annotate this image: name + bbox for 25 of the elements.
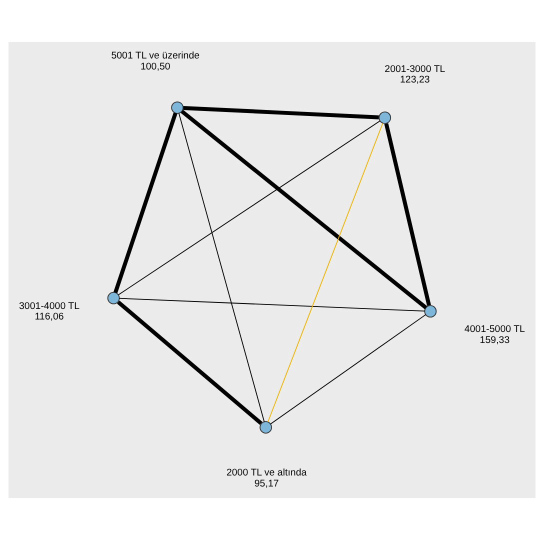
connector bbox=[270, 314, 426, 424]
connector bbox=[183, 105, 379, 119]
connector bbox=[180, 109, 428, 309]
node-label: 5001 TL ve üzerinde bbox=[111, 50, 200, 62]
node-circle bbox=[260, 420, 272, 434]
connector bbox=[118, 297, 425, 312]
node-circle bbox=[424, 304, 437, 318]
node-circle bbox=[107, 291, 120, 304]
node-label: 116,06 bbox=[34, 311, 64, 322]
node-label: 123,23 bbox=[400, 74, 430, 85]
node-circle bbox=[171, 100, 184, 114]
connector bbox=[114, 112, 178, 293]
connector bbox=[178, 112, 265, 422]
node-label: 95,17 bbox=[254, 478, 279, 489]
node-label: 159,33 bbox=[480, 334, 510, 346]
connector bbox=[117, 300, 262, 424]
node-label: 2000 TL ve altında bbox=[226, 467, 307, 478]
connector bbox=[118, 120, 380, 295]
node-circle bbox=[378, 111, 392, 124]
node-label: 4001-5000 TL bbox=[464, 324, 525, 335]
node-label: 2001-3000 TL bbox=[384, 63, 446, 74]
connector bbox=[267, 122, 384, 422]
connector bbox=[384, 122, 431, 306]
node-label: 3001-4000 TL bbox=[19, 300, 80, 312]
node-label: 100,50 bbox=[140, 60, 170, 72]
